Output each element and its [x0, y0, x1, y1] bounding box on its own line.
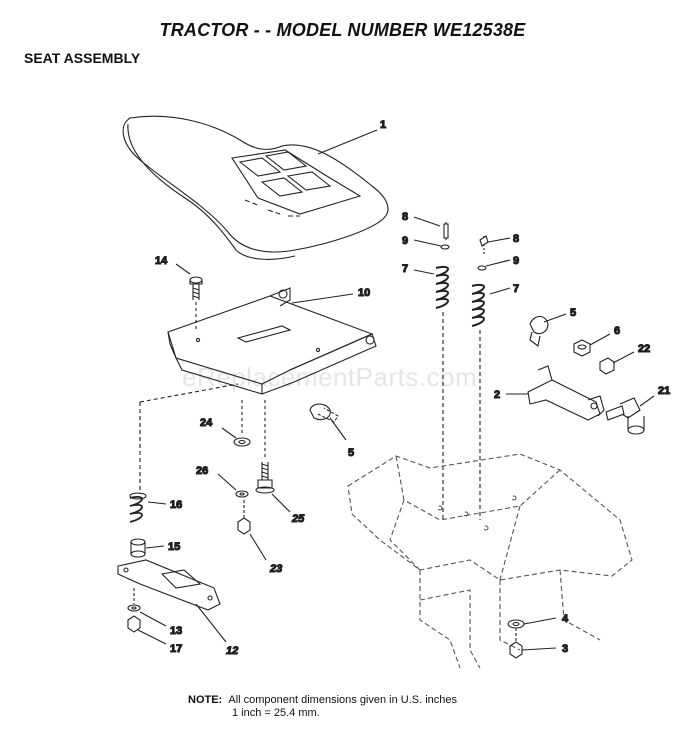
callout-7a: 7 [402, 263, 408, 275]
leader-12 [195, 603, 227, 643]
callout-3: 3 [562, 643, 568, 655]
callout-1: 1 [380, 119, 386, 131]
leader-17 [137, 629, 167, 645]
leader-9b [485, 259, 511, 267]
bolt-part-25 [255, 462, 275, 494]
leader-6 [589, 333, 611, 346]
mounting-plate-part-12 [117, 559, 221, 611]
leader-21 [639, 395, 655, 407]
bushing-part-15 [130, 538, 146, 558]
shoulder-bolt-part-21 [605, 397, 645, 435]
leader-26 [217, 473, 237, 491]
leader-5b [329, 417, 347, 441]
leader-16 [147, 501, 167, 505]
callout-7b: 7 [513, 283, 519, 295]
note-block: NOTE: All component dimensions given in … [188, 694, 457, 720]
leader-15 [145, 545, 165, 549]
callout-22: 22 [638, 343, 650, 355]
leader-22 [612, 351, 635, 364]
callout-5a: 5 [570, 307, 576, 319]
callout-21: 21 [658, 385, 670, 397]
carriage-bolt-part-14 [189, 276, 203, 330]
leader-5a [543, 313, 567, 323]
callout-13: 13 [170, 625, 182, 637]
callout-8a: 8 [402, 211, 408, 223]
callout-23: 23 [269, 563, 282, 575]
leader-8a [413, 216, 441, 227]
callout-4: 4 [562, 613, 569, 625]
callout-26: 26 [196, 465, 208, 477]
leader-1 [317, 129, 378, 155]
leader-8b [487, 237, 511, 243]
leader-24 [221, 427, 237, 439]
washer-part-24 [233, 437, 251, 447]
dash-guide-pan [139, 383, 239, 403]
leader-3 [521, 647, 557, 651]
callout-2: 2 [494, 389, 500, 401]
tractor-frame-phantom [347, 453, 633, 669]
seat-part-1 [122, 115, 389, 260]
nut-part-6 [573, 339, 591, 357]
callout-12: 12 [226, 645, 238, 657]
leader-9a [413, 239, 442, 247]
leader-25 [271, 493, 291, 513]
seat-pan-part-10 [167, 287, 377, 395]
bracket-part-2 [527, 365, 605, 421]
callout-14: 14 [155, 255, 168, 267]
spring-part-16 [129, 492, 147, 523]
leader-7a [413, 269, 435, 275]
note-line-1: All component dimensions given in U.S. i… [228, 694, 458, 706]
callout-8b: 8 [513, 233, 519, 245]
spring-assembly-left [435, 222, 450, 520]
callout-9b: 9 [513, 255, 519, 267]
leader-23 [249, 533, 267, 561]
callout-5b: 5 [348, 447, 354, 459]
callout-6: 6 [614, 325, 620, 337]
leader-10 [291, 293, 354, 304]
callout-16: 16 [170, 499, 182, 511]
nut-part-22 [599, 357, 615, 375]
callout-24: 24 [200, 417, 213, 429]
callout-10: 10 [358, 287, 370, 299]
section-heading: SEAT ASSEMBLY [24, 50, 141, 66]
leader-4 [523, 617, 557, 625]
clip-part-5-upper [529, 315, 549, 347]
callout-9a: 9 [402, 235, 408, 247]
callout-25: 25 [291, 513, 305, 525]
nut-part-17 [127, 615, 141, 633]
note-line-2: 1 inch = 25.4 mm. [232, 707, 320, 719]
washer-part-4 [507, 619, 525, 629]
note-heading: NOTE: [188, 694, 223, 706]
washer-part-26 [235, 490, 249, 498]
leader-7b [489, 287, 511, 295]
leader-14 [175, 263, 191, 275]
bolt-part-3 [509, 628, 523, 659]
bolt-part-23 [237, 500, 251, 535]
diagram-title: TRACTOR - - MODEL NUMBER WE12538E [159, 20, 526, 40]
clip-part-5-lower [309, 403, 339, 423]
callout-17: 17 [170, 643, 182, 655]
leader-13 [139, 611, 167, 627]
callout-15: 15 [168, 541, 180, 553]
washer-part-13 [127, 604, 141, 612]
spring-assembly-right [471, 235, 489, 520]
